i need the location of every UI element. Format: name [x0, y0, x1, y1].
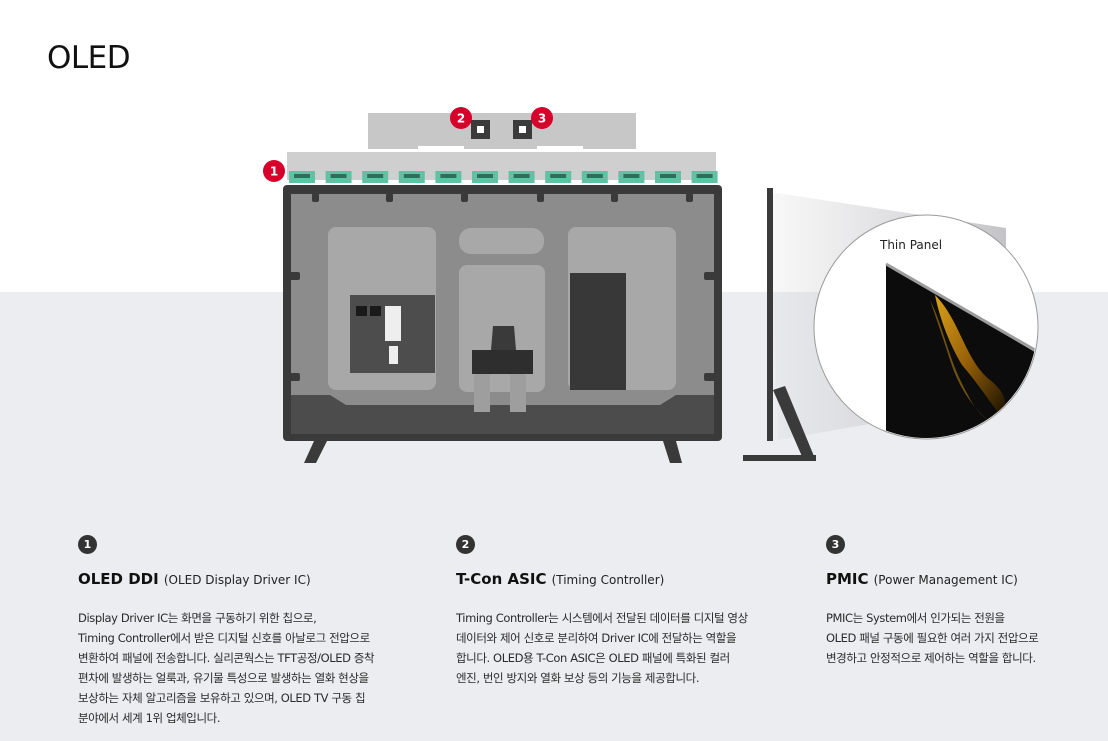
- pmic-chip: [513, 120, 532, 139]
- ddi-chip: [435, 171, 462, 183]
- marker-3: 3: [531, 107, 553, 129]
- ddi-chip: [325, 171, 352, 183]
- description-line: 엔진, 번인 방지와 열화 보상 등의 기능을 제공합니다.: [456, 671, 700, 685]
- thin-panel-callout: Thin Panel: [813, 214, 1039, 440]
- heading-name: T-Con ASIC: [456, 570, 547, 588]
- ddi-chip: [508, 171, 535, 183]
- ddi-chip: [545, 171, 572, 183]
- marker-1-label: 1: [270, 165, 278, 179]
- tcon-board: [368, 113, 636, 154]
- description-line: 분야에서 세계 1위 업체입니다.: [78, 711, 221, 725]
- marker-2: 2: [450, 107, 472, 129]
- ddi-chip: [691, 171, 718, 183]
- number-badge: 1: [78, 535, 97, 554]
- source-board: [287, 152, 716, 180]
- ddi-chip: [398, 171, 425, 183]
- description-line: 데이터와 제어 신호로 분리하여 Driver IC에 전달하는 역할을: [456, 631, 737, 645]
- description-line: Display Driver IC는 화면을 구동하기 위한 칩으로,: [78, 611, 317, 625]
- info-column-pmic: 3 PMIC (Power Management IC) PMIC는 Syste…: [826, 535, 1039, 668]
- heading-subtitle: (Timing Controller): [551, 573, 665, 587]
- page-title: OLED: [47, 40, 131, 76]
- heading-subtitle: (OLED Display Driver IC): [163, 573, 311, 587]
- ddi-chip: [472, 171, 498, 183]
- description-line: 편차에 발생하는 얼룩과, 유기물 특성으로 발생하는 열화 현상을: [78, 671, 369, 685]
- description-line: 변환하여 패널에 전송합니다. 실리콘웍스는 TFT공정/OLED 증착: [78, 651, 375, 665]
- description-line: Timing Controller는 시스템에서 전달된 데이터를 디지털 영상: [456, 611, 748, 625]
- number-badge: 2: [456, 535, 475, 554]
- column-heading: OLED DDI (OLED Display Driver IC): [78, 569, 374, 588]
- heading-subtitle: (Power Management IC): [873, 573, 1018, 587]
- marker-3-label: 3: [538, 112, 546, 126]
- heading-name: OLED DDI: [78, 570, 159, 588]
- ddi-chip: [362, 171, 389, 183]
- column-heading: PMIC (Power Management IC): [826, 569, 1038, 588]
- column-description: PMIC는 System에서 인가되는 전원을 OLED 패널 구동에 필요한 …: [826, 608, 1039, 668]
- info-column-tcon: 2 T-Con ASIC (Timing Controller) Timing …: [456, 535, 748, 688]
- ddi-chip: [289, 171, 315, 183]
- column-description: Timing Controller는 시스템에서 전달된 데이터를 디지털 영상…: [456, 608, 748, 688]
- description-line: OLED 패널 구동에 필요한 여러 가지 전압으로: [826, 631, 1039, 645]
- heading-name: PMIC: [826, 570, 869, 588]
- ddi-chip: [655, 171, 681, 183]
- description-line: Timing Controller에서 받은 디지털 신호를 아날로그 전압으로: [78, 631, 370, 645]
- thin-panel-label: Thin Panel: [879, 238, 942, 252]
- ddi-chip-row: [289, 171, 718, 183]
- tv-back-view: [283, 185, 722, 463]
- description-line: 합니다. OLED용 T-Con ASIC은 OLED 패널에 특화된 컬러: [456, 651, 730, 665]
- description-line: 보상하는 자체 알고리즘을 보유하고 있으며, OLED TV 구동 칩: [78, 691, 366, 705]
- description-line: 변경하고 안정적으로 제어하는 역할을 합니다.: [826, 651, 1036, 665]
- info-column-ddi: 1 OLED DDI (OLED Display Driver IC) Disp…: [78, 535, 375, 728]
- ddi-chip: [581, 171, 608, 183]
- column-description: Display Driver IC는 화면을 구동하기 위한 칩으로, Timi…: [78, 608, 375, 728]
- description-line: PMIC는 System에서 인가되는 전원을: [826, 611, 1005, 625]
- tcon-chip: [471, 120, 490, 139]
- number-badge: 3: [826, 535, 845, 554]
- ddi-chip: [618, 171, 645, 183]
- column-heading: T-Con ASIC (Timing Controller): [456, 569, 748, 588]
- marker-2-label: 2: [457, 112, 465, 126]
- marker-1: 1: [263, 160, 285, 182]
